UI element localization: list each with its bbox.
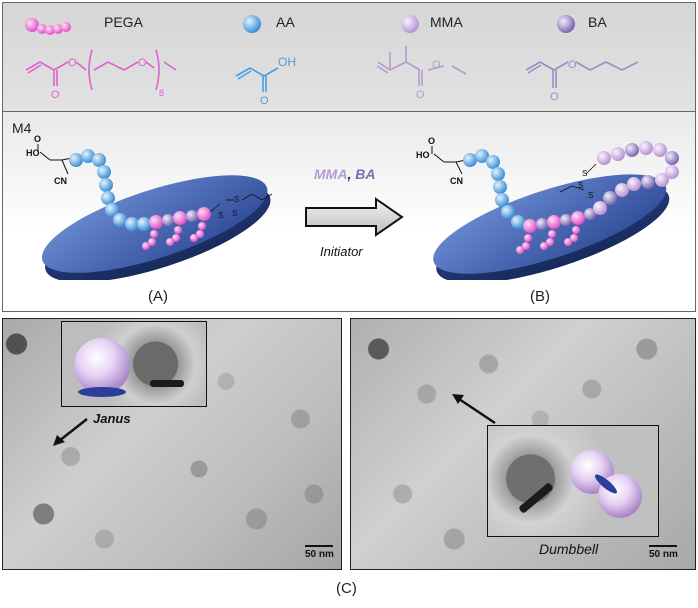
- s-atom-b2: S: [588, 191, 593, 200]
- pega-subscript: 8: [159, 88, 164, 98]
- mma-structure: O O: [376, 46, 467, 101]
- janus-particle-icon: [74, 338, 184, 397]
- s-atom-a2: S: [232, 209, 237, 218]
- end-group-o-a: O: [34, 134, 41, 144]
- reagent-mma: MMA: [314, 166, 348, 182]
- ba-o-2: O: [550, 91, 559, 103]
- legend-label-mma: MMA: [430, 14, 463, 30]
- initiator-label: Initiator: [320, 244, 363, 259]
- ba-o-1: O: [568, 59, 577, 71]
- pega-o-2: O: [51, 89, 60, 101]
- end-group-o-b: O: [428, 136, 435, 146]
- reagent-separator: ,: [347, 166, 356, 182]
- janus-label: Janus: [93, 411, 131, 426]
- scale-label-right: 50 nm: [649, 549, 678, 560]
- aa-oh: OH: [278, 55, 296, 69]
- dumbbell-inset: [487, 425, 659, 537]
- s-atom-a1: S: [218, 211, 223, 220]
- aa-structure: OH O: [235, 55, 296, 107]
- aa-o: O: [260, 95, 269, 107]
- mma-o-1: O: [432, 59, 441, 71]
- aa-bead-icon: [243, 15, 261, 33]
- end-group-cn-a: CN: [54, 176, 67, 186]
- mma-bead-icon: [401, 15, 419, 33]
- scale-label-left: 50 nm: [305, 549, 334, 560]
- nanodisk-b: HO O CN: [416, 136, 679, 280]
- reagents-label: MMA, BA: [314, 166, 375, 182]
- pega-structure: O O O 8: [25, 49, 177, 101]
- label-c: (C): [336, 580, 357, 597]
- tem-image-dumbbell: Dumbbell 50 nm: [350, 318, 696, 570]
- sample-label: M4: [12, 120, 32, 136]
- nanodisk-a: HO O CN S S S: [26, 134, 273, 280]
- dumbbell-label: Dumbbell: [539, 541, 599, 557]
- dumbbell-particle-icon: [519, 450, 642, 518]
- s-atom-b3: S: [578, 181, 583, 190]
- dumbbell-pointer-arrow-icon: [452, 394, 496, 425]
- label-a: (A): [148, 288, 168, 305]
- mma-o-2: O: [416, 89, 425, 101]
- tem-image-janus: Janus 50 nm: [2, 318, 342, 570]
- reaction-arrow-icon: [305, 197, 404, 237]
- janus-pointer-arrow-icon: [53, 418, 88, 446]
- legend-label-aa: AA: [276, 14, 295, 30]
- end-group-ho-a: HO: [26, 148, 40, 158]
- ba-bead-icon: [557, 15, 575, 33]
- janus-inset: [61, 321, 207, 407]
- legend-label-ba: BA: [588, 14, 607, 30]
- scale-bar-right: [649, 545, 677, 547]
- label-b: (B): [530, 288, 550, 305]
- pega-o-3: O: [138, 57, 147, 69]
- ba-structure: O O: [525, 59, 639, 103]
- end-group-cn-b: CN: [450, 176, 463, 186]
- monomer-legend-panel: [2, 2, 696, 112]
- legend-label-pega: PEGA: [104, 14, 143, 30]
- scale-bar-left: [305, 545, 333, 547]
- s-atom-b1: S: [582, 169, 587, 178]
- pega-bead-icon: [25, 18, 71, 35]
- s-atom-a3: S: [234, 195, 239, 204]
- reagent-ba: BA: [355, 166, 376, 182]
- pega-o-1: O: [68, 57, 77, 69]
- end-group-ho-b: HO: [416, 150, 430, 160]
